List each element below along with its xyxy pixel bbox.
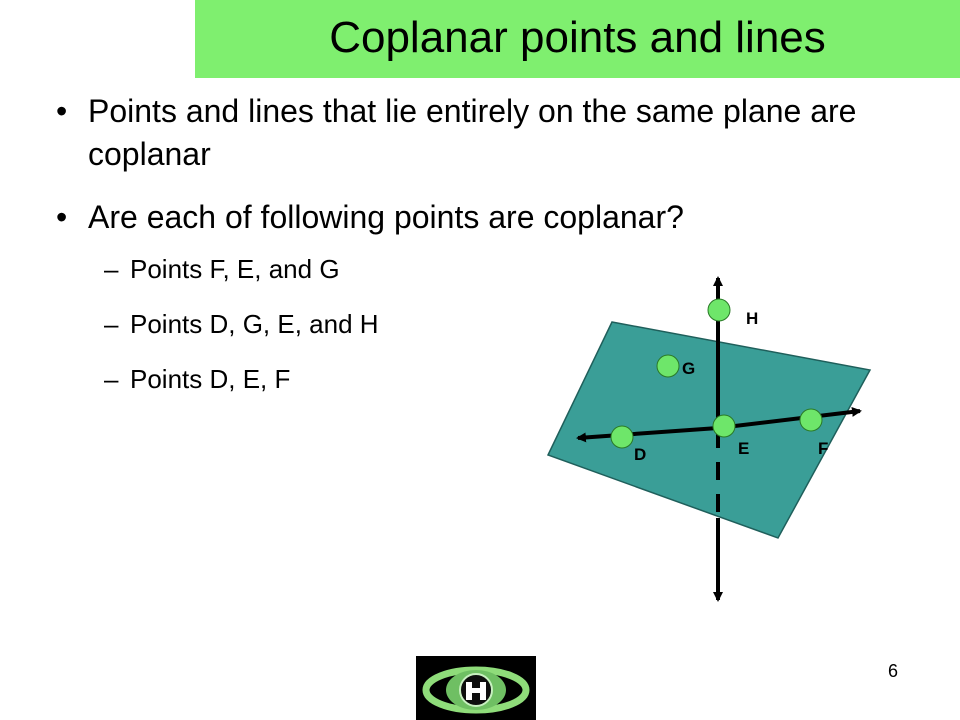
point-e <box>712 414 736 438</box>
label-g: G <box>682 359 695 378</box>
point-f <box>799 408 823 432</box>
bullet-item-1: • Points and lines that lie entirely on … <box>52 90 892 176</box>
bullet-marker: • <box>56 199 68 235</box>
sub-item-2: – Points D, G, E, and H <box>52 306 892 342</box>
sub-text: Points D, E, F <box>130 364 291 394</box>
sub-text: Points F, E, and G <box>130 254 340 284</box>
horizontal-line-left <box>576 426 719 443</box>
sub-marker: – <box>104 364 119 394</box>
logo-icon <box>416 656 536 720</box>
bullet-text: Are each of following points are coplana… <box>88 199 684 235</box>
sub-item-1: – Points F, E, and G <box>52 251 892 287</box>
bullet-marker: • <box>56 93 68 129</box>
sub-marker: – <box>104 254 119 284</box>
label-e: E <box>738 439 749 458</box>
horizontal-line-right <box>717 406 862 430</box>
point-d <box>610 425 634 449</box>
sub-list: – Points F, E, and G – Points D, G, E, a… <box>52 251 892 397</box>
label-d: D <box>634 445 646 464</box>
sub-item-3: – Points D, E, F <box>52 361 892 397</box>
point-g <box>656 354 680 378</box>
sub-text: Points D, G, E, and H <box>130 309 379 339</box>
bullet-text: Points and lines that lie entirely on th… <box>88 93 857 172</box>
label-f: F <box>818 439 828 458</box>
sub-marker: – <box>104 309 119 339</box>
title-bar: Coplanar points and lines <box>195 0 960 78</box>
point-h <box>707 298 731 322</box>
slide-title: Coplanar points and lines <box>329 13 826 62</box>
label-h: H <box>746 309 758 328</box>
bullet-list: • Points and lines that lie entirely on … <box>52 90 892 416</box>
coplanar-diagram: H G D E F <box>546 276 872 602</box>
page-number: 6 <box>887 661 898 681</box>
bullet-item-2: • Are each of following points are copla… <box>52 196 892 239</box>
